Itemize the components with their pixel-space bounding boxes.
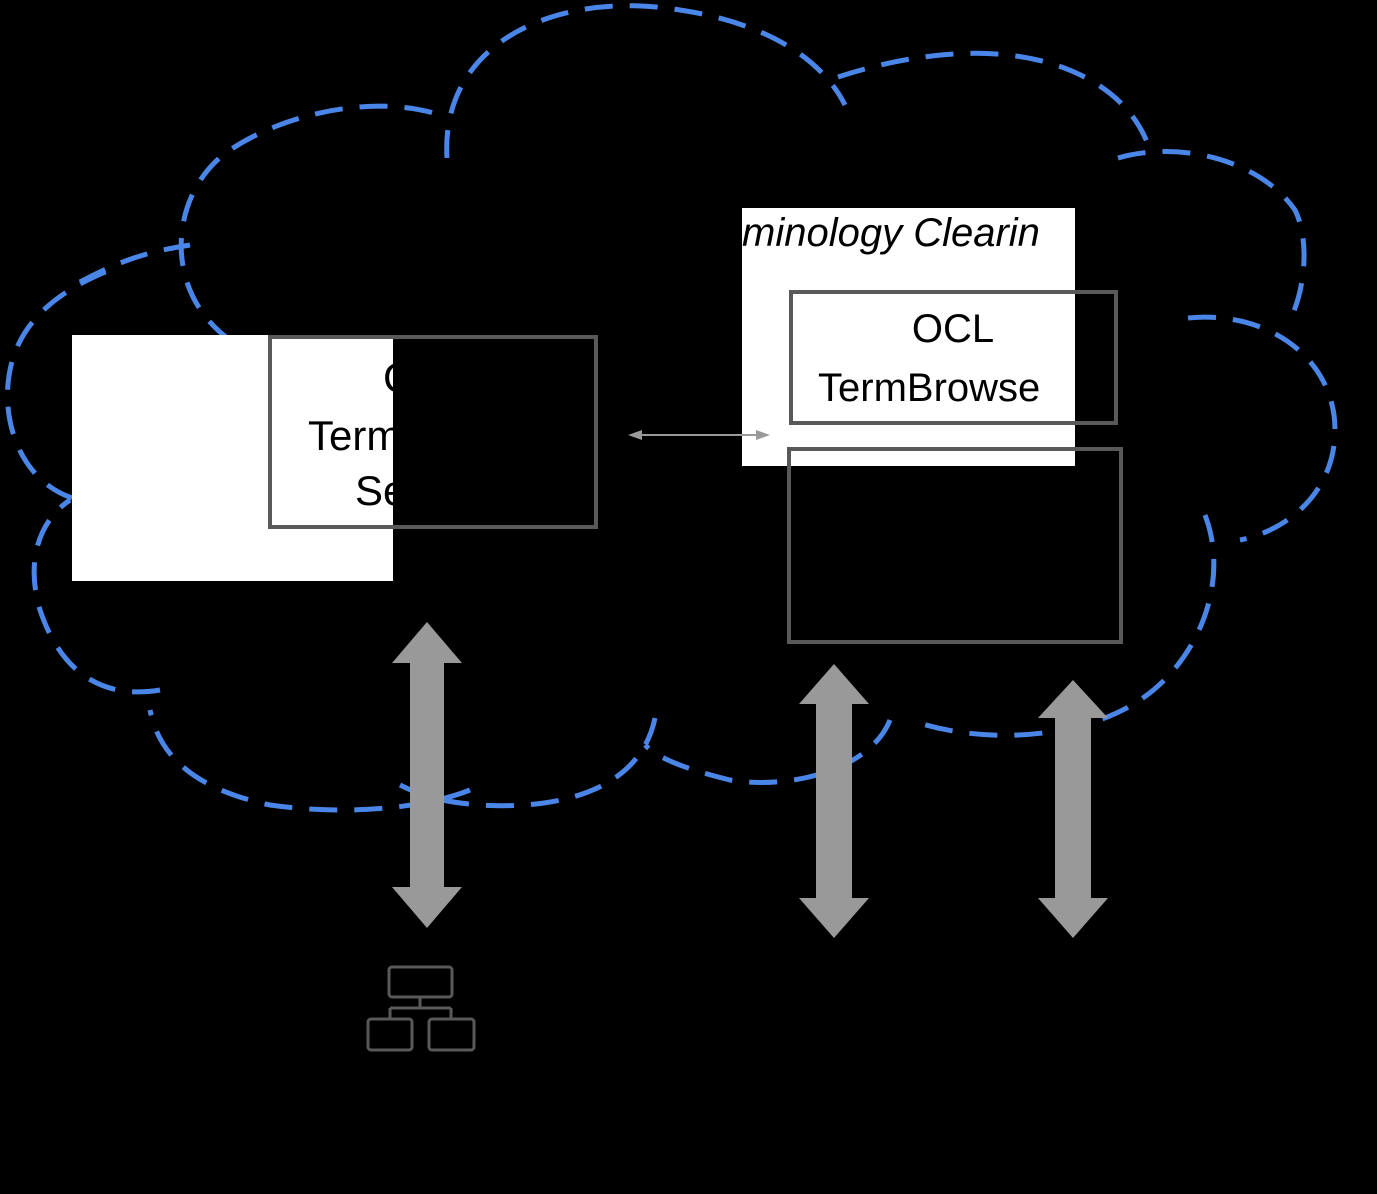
crowd-icon [962,955,1342,1090]
term-service-line3: Se [355,467,406,514]
clearinghouse-title: minology Clearin [742,211,1040,255]
team-arrow [799,664,869,938]
crowd-arrow [1038,680,1108,938]
hierarchy-diagram-icon [366,965,476,1052]
user-group-icon [735,976,917,1094]
termbrowser-line1: OCL [912,307,994,351]
termbrowser-line2: TermBrowse [818,366,1040,410]
systems-arrow [392,622,462,928]
lower-right-box [787,447,1123,644]
termbrowser-box [789,290,1118,425]
term-service-line1: C [383,354,413,401]
left-panel [72,335,393,581]
connector-arrow [628,430,770,440]
term-service-line2: Term [308,412,401,459]
term-service-box [268,335,598,529]
cloud-outline [5,3,1338,813]
